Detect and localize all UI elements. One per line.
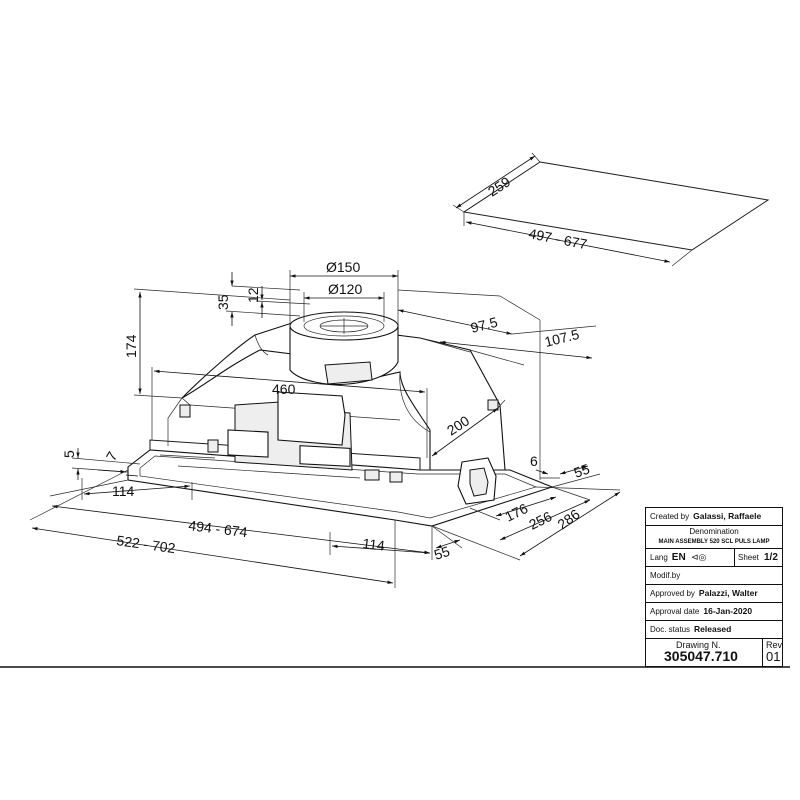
drawing-label: Drawing N. xyxy=(676,640,721,650)
approved-label: Approved by xyxy=(650,589,695,598)
lang-label: Lang xyxy=(650,553,668,562)
duct-collar xyxy=(289,311,399,386)
inner-width-label: 494 - 674 xyxy=(188,517,249,540)
offset-107-5-label: 107.5 xyxy=(543,326,581,350)
hood-body xyxy=(127,321,554,527)
drawing-value: 305047.710 xyxy=(664,648,738,664)
denomination-value: MAIN ASSEMBLY 520 SCL PULS LAMP xyxy=(658,539,770,545)
cutout-width-dimension: 497 - 677 xyxy=(463,212,693,267)
left-114-label: 114 xyxy=(112,483,135,499)
approval-date-value: 16-Jan-2020 xyxy=(703,606,753,616)
width-460-dimension: 460 xyxy=(151,367,428,458)
bottom-55-dimension: 55 xyxy=(431,525,463,563)
height-174-dimension: 174 xyxy=(123,288,291,399)
collar-height-dimensions: 35 12 xyxy=(215,272,311,326)
depth-286-label: 286 xyxy=(554,506,582,533)
modif-row: Modif.by xyxy=(646,567,782,585)
bottom-114-dimension: 114 xyxy=(329,532,431,555)
rev-label: Rev xyxy=(766,640,782,650)
denomination-row: Denomination MAIN ASSEMBLY 520 SCL PULS … xyxy=(646,526,782,549)
bottom-114-label: 114 xyxy=(362,535,386,554)
collar-12-label: 12 xyxy=(245,287,261,303)
approved-value: Palazzi, Walter xyxy=(698,588,758,598)
rev-divider xyxy=(762,639,763,667)
right-edge-dimensions: 6 55 xyxy=(530,453,601,488)
side-55-top-label: 55 xyxy=(572,460,592,480)
cutout-depth-dimension: 259 xyxy=(452,152,541,213)
depth-256-label: 256 xyxy=(526,508,554,533)
height-174-label: 174 xyxy=(123,334,139,358)
created-by-label: Created by xyxy=(650,512,690,521)
approval-date-label: Approval date xyxy=(650,607,700,616)
doc-status-label: Doc. status xyxy=(650,625,691,634)
dia-150-dimension: Ø150 xyxy=(289,259,399,326)
left-114-dimension: 114 xyxy=(81,478,193,500)
lang-sheet-divider xyxy=(734,549,735,566)
dia-150-label: Ø150 xyxy=(326,259,360,275)
denomination-label: Denomination xyxy=(689,527,739,536)
bottom-55-label: 55 xyxy=(432,543,452,563)
cutout-width-label: 497 - 677 xyxy=(527,225,588,252)
flange-5-label: 5 xyxy=(61,450,77,458)
created-by-value: Galassi, Raffaele xyxy=(693,511,762,521)
modif-label: Modif.by xyxy=(650,571,681,580)
doc-status-value: Released xyxy=(694,624,732,634)
depth-176-label: 176 xyxy=(502,500,530,525)
flange-dimensions: 5 7 xyxy=(61,448,141,480)
sheet-value: 1/2 xyxy=(764,552,778,563)
sheet-label: Sheet xyxy=(738,553,759,562)
cutout-outline xyxy=(462,161,770,251)
drawing-number-row: Drawing N. 305047.710 Rev 01 xyxy=(646,639,782,667)
offset-97-5-label: 97.5 xyxy=(469,314,500,336)
dia-120-dimension: Ø120 xyxy=(303,281,385,322)
rev-value: 01 xyxy=(766,649,781,664)
projection-symbol-icon: ⊲◎ xyxy=(690,552,707,562)
edge-6-label: 6 xyxy=(530,453,538,469)
outer-width-label: 522 - 702 xyxy=(116,532,177,556)
lang-value: EN xyxy=(671,552,686,563)
collar-35-label: 35 xyxy=(215,294,231,310)
width-460-label: 460 xyxy=(272,381,296,397)
dia-120-label: Ø120 xyxy=(328,281,362,297)
